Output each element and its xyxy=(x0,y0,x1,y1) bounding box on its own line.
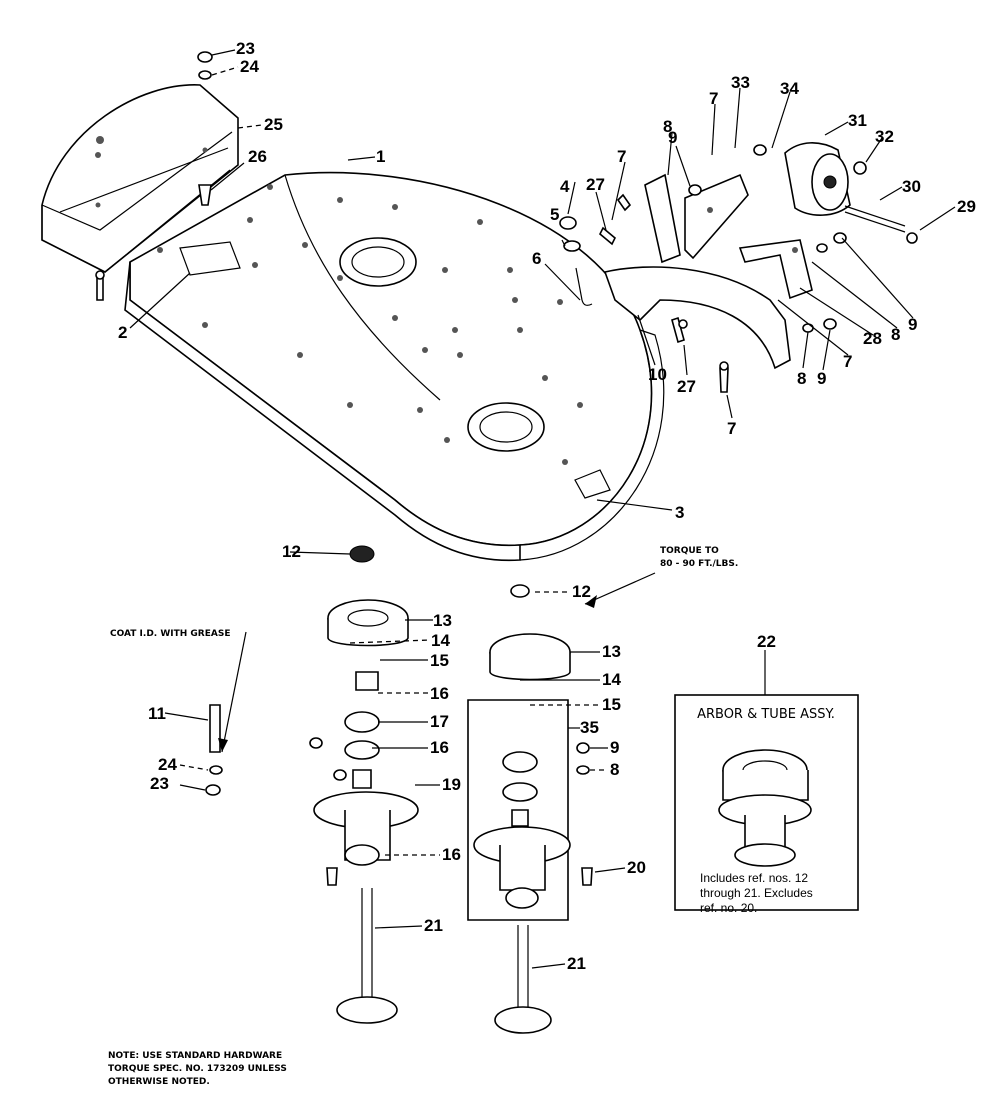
grease-note: COAT I.D. WITH GREASE xyxy=(110,629,231,639)
note-line1: NOTE: USE STANDARD HARDWARE xyxy=(108,1051,282,1061)
callout-13-right: 13 xyxy=(602,642,621,661)
callout-labels: 23 24 25 26 1 2 3 4 5 6 27 7 8 9 7 33 34… xyxy=(118,39,976,973)
callout-7-right: 7 xyxy=(843,352,852,371)
callout-17: 17 xyxy=(430,712,449,731)
callout-5: 5 xyxy=(550,205,559,224)
hardware-items xyxy=(197,51,847,886)
torque-note-line2: 80 - 90 FT./LBS. xyxy=(660,559,738,569)
left-spindle-assembly xyxy=(313,545,419,1024)
callout-24-top: 24 xyxy=(240,57,259,76)
callout-16-top: 16 xyxy=(430,684,449,703)
callout-35: 35 xyxy=(580,718,599,737)
callout-16-mid: 16 xyxy=(430,738,449,757)
callout-20: 20 xyxy=(627,858,646,877)
callout-16-bottom: 16 xyxy=(442,845,461,864)
torque-arrowhead xyxy=(585,595,597,608)
callout-10: 10 xyxy=(648,365,667,384)
callout-3: 3 xyxy=(675,503,684,522)
callout-9-lower: 9 xyxy=(817,369,826,388)
callout-24-left: 24 xyxy=(158,755,177,774)
callout-15-right: 15 xyxy=(602,695,621,714)
inset-line1: Includes ref. nos. 12 xyxy=(700,871,808,885)
callout-8-top: 8 xyxy=(663,117,672,136)
callout-9-top: 9 xyxy=(668,128,677,147)
callout-14-right: 14 xyxy=(602,670,621,689)
bumper-roller xyxy=(784,142,918,244)
mower-deck-housing xyxy=(124,171,665,562)
callout-34: 34 xyxy=(780,79,799,98)
belt-guard xyxy=(41,84,239,301)
callout-9-spindle: 9 xyxy=(610,738,619,757)
callout-23-left: 23 xyxy=(150,774,169,793)
callout-15-left: 15 xyxy=(430,651,449,670)
callout-21-right: 21 xyxy=(567,954,586,973)
bracket-assembly xyxy=(603,173,813,370)
callout-23-top: 23 xyxy=(236,39,255,58)
callout-30: 30 xyxy=(902,177,921,196)
arbor-shaft xyxy=(209,704,221,753)
callout-14-left: 14 xyxy=(431,631,450,650)
callout-25: 25 xyxy=(264,115,283,134)
grease-arrowhead xyxy=(218,738,228,752)
inset-line3: ref. no. 20. xyxy=(700,901,757,915)
callout-32: 32 xyxy=(875,127,894,146)
callout-7-upper: 7 xyxy=(709,89,718,108)
callout-33: 33 xyxy=(731,73,750,92)
callout-7-top: 7 xyxy=(617,147,626,166)
annotations: TORQUE TO 80 - 90 FT./LBS. COAT I.D. WIT… xyxy=(110,546,738,752)
callout-11: 11 xyxy=(148,704,166,723)
callout-7-lower: 7 xyxy=(727,419,736,438)
callout-26: 26 xyxy=(248,147,267,166)
callout-31: 31 xyxy=(848,111,867,130)
torque-note-line1: TORQUE TO xyxy=(660,546,719,556)
callout-13-left: 13 xyxy=(433,611,452,630)
arbor-tube-inset xyxy=(674,694,859,911)
callout-19: 19 xyxy=(442,775,461,794)
callout-8-lower: 8 xyxy=(797,369,806,388)
callout-1: 1 xyxy=(376,147,385,166)
inset-text: ARBOR & TUBE ASSY. Includes ref. nos. 12… xyxy=(697,707,835,915)
callout-6: 6 xyxy=(532,249,541,268)
callout-8-spindle: 8 xyxy=(610,760,619,779)
inset-title: ARBOR & TUBE ASSY. xyxy=(697,707,835,722)
callout-21-left: 21 xyxy=(424,916,443,935)
callout-27-top: 27 xyxy=(586,175,605,194)
callout-8-right: 8 xyxy=(891,325,900,344)
inset-line2: through 21. Excludes xyxy=(700,886,813,900)
callout-28: 28 xyxy=(863,329,882,348)
callout-9-right: 9 xyxy=(908,315,917,334)
callout-12-right: 12 xyxy=(572,582,591,601)
note-line2: TORQUE SPEC. NO. 173209 UNLESS xyxy=(108,1064,287,1074)
note-line3: OTHERWISE NOTED. xyxy=(108,1077,210,1087)
callout-29: 29 xyxy=(957,197,976,216)
callout-22: 22 xyxy=(757,632,776,651)
callout-4: 4 xyxy=(560,177,570,196)
callout-27-lower: 27 xyxy=(677,377,696,396)
leader-lines xyxy=(129,49,956,969)
callout-2: 2 xyxy=(118,323,127,342)
right-spindle-assembly xyxy=(467,584,571,1034)
hardware-note: NOTE: USE STANDARD HARDWARE TORQUE SPEC.… xyxy=(108,1051,287,1087)
callout-12-left: 12 xyxy=(282,542,301,561)
